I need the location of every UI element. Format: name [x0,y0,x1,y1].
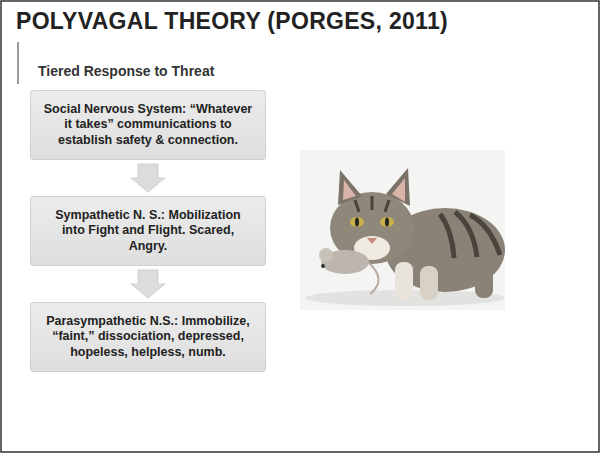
section-label: Tiered Response to Threat [38,63,214,79]
block-arrow [131,164,165,192]
tier-text: Social Nervous System: “Whatever it take… [43,102,253,148]
cat-illustration [300,150,505,310]
tier-text: Sympathetic N. S.: Mobilization into Fig… [43,208,253,254]
tier-box: Parasympathetic N.S.: Immobilize, “faint… [30,302,266,372]
tier-box: Sympathetic N. S.: Mobilization into Fig… [30,196,266,266]
block-arrow [131,270,165,298]
slide-title: POLYVAGAL THEORY (PORGES, 2011) [16,8,448,35]
bracket-line [17,42,18,84]
tier-box: Social Nervous System: “Whatever it take… [30,90,266,160]
tier-text: Parasympathetic N.S.: Immobilize, “faint… [43,314,253,360]
